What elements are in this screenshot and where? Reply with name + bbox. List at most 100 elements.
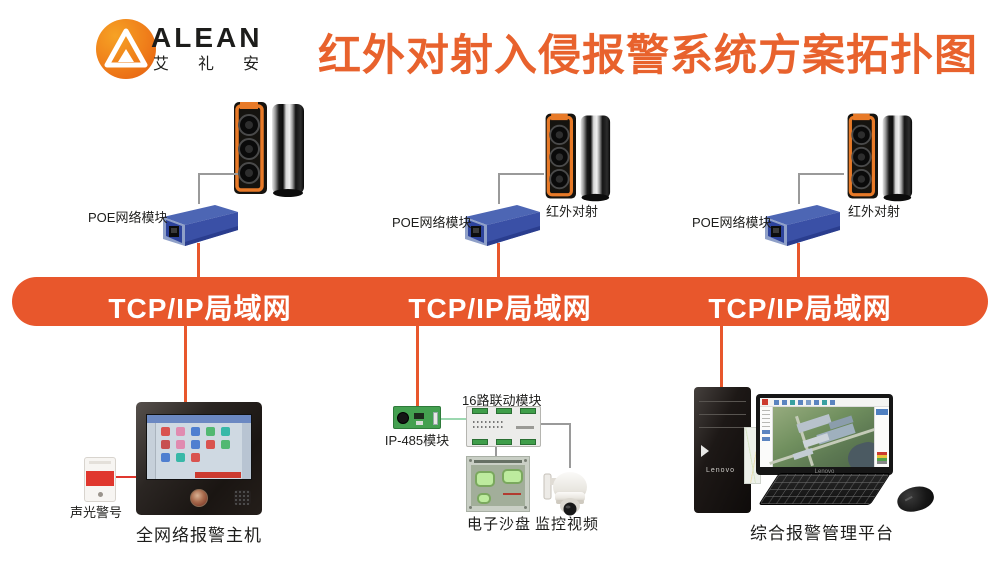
poe-label-2: POE网络模块 <box>392 215 472 230</box>
right-panel-chart <box>877 452 887 464</box>
connector-poe1-lan <box>197 243 200 278</box>
alean-logo-icon <box>96 19 156 79</box>
infrared-beam-detector-1 <box>228 98 306 205</box>
poe-module-1 <box>158 200 242 253</box>
mouse-scroll <box>904 495 913 502</box>
lan-label-1: TCP/IP局域网 <box>108 293 292 324</box>
host-app-icon <box>161 427 170 436</box>
ip485-label: IP-485模块 <box>384 433 450 448</box>
connector-poe2-lan <box>497 243 500 278</box>
mouse-device <box>894 482 937 516</box>
toolbar-icon <box>806 400 811 405</box>
lan-label-2: TCP/IP局域网 <box>408 293 592 324</box>
screw <box>469 459 472 462</box>
screw <box>524 506 527 509</box>
screw <box>524 459 527 462</box>
connector-linkage-camera-h <box>541 423 571 425</box>
toolbar-icon <box>814 400 819 405</box>
detector-label-3: 红外对射 <box>848 204 901 219</box>
platform-label: 综合报警管理平台 <box>750 524 894 543</box>
connector-detector1-h <box>198 173 238 175</box>
building <box>796 413 832 434</box>
connector-siren-host <box>116 476 137 478</box>
host-titlebar <box>147 415 251 423</box>
host-alert-bar <box>195 472 241 478</box>
toolbar-icon <box>830 400 835 405</box>
host-app-grid <box>161 427 237 462</box>
connector-linkage-sandtable <box>495 447 497 458</box>
host-app-icon <box>161 453 170 462</box>
linkage-label: 16路联动模块 <box>462 393 542 408</box>
sandtable-label: 电子沙盘 <box>466 516 531 533</box>
software-left-panel <box>760 407 773 467</box>
tcpip-lan-bar <box>12 277 988 326</box>
host-app-icon <box>161 440 170 449</box>
host-app-icon <box>176 440 185 449</box>
sandtable-red-text <box>503 493 521 495</box>
connector-ip485-linkage <box>441 418 466 420</box>
toolbar-icon <box>822 400 827 405</box>
drive-bay-line <box>699 401 746 402</box>
software-toolbar <box>760 398 889 407</box>
poe-label-3: POE网络模块 <box>692 215 772 230</box>
ip485-module-device <box>393 406 441 429</box>
toolbar-icon <box>782 400 787 405</box>
connector-poe3-lan <box>797 243 800 278</box>
software-logo-icon <box>762 399 768 405</box>
siren-dot <box>98 492 103 497</box>
host-app-icon <box>176 453 185 462</box>
poe-label-1: POE网络模块 <box>88 210 168 225</box>
sandtable-header-text <box>474 460 522 463</box>
drive-bay-line <box>699 427 746 428</box>
right-panel-header <box>876 409 888 415</box>
sandtable-device <box>466 456 530 512</box>
siren-cap <box>89 461 111 464</box>
linkage-module-device <box>466 406 541 447</box>
host-app-icon <box>191 427 200 436</box>
toolbar-icon <box>774 400 779 405</box>
monitor-brand-text: Lenovo <box>814 469 835 475</box>
connector-detector1-v <box>198 173 200 204</box>
connector-detector3-h <box>798 173 844 175</box>
siren-red-band <box>86 471 114 486</box>
sandtable-display <box>502 469 523 484</box>
terminal-block <box>472 408 488 414</box>
keyboard-device <box>758 473 891 505</box>
toolbar-icon <box>798 400 803 405</box>
connector-detector2-h <box>498 173 544 175</box>
siren-label: 声光警号 <box>70 505 123 520</box>
aerial-map-view <box>769 407 886 467</box>
connector-detector3-v <box>798 173 800 204</box>
host-app-icon <box>176 427 185 436</box>
host-app-icon <box>191 440 200 449</box>
led-row <box>473 426 505 428</box>
pcb-chip-2 <box>416 421 423 425</box>
siren-device <box>84 457 116 502</box>
pcb-pin-header <box>433 412 438 425</box>
host-speaker-grille <box>234 490 251 505</box>
led-row <box>473 421 505 423</box>
host-app-icon <box>221 440 230 449</box>
tower-logo-icon <box>701 445 709 457</box>
alarm-host-screen <box>146 414 252 480</box>
toolbar-icon <box>790 400 795 405</box>
terminal-block <box>472 439 488 445</box>
monitor-device: Lenovo <box>756 394 893 475</box>
poe-module-2 <box>460 200 544 253</box>
connector-linkage-camera-v <box>569 423 571 468</box>
host-home-button <box>190 489 208 507</box>
connector-lan-ip485 <box>416 326 419 407</box>
alarm-host-label: 全网络报警主机 <box>136 526 262 545</box>
drive-bay-line <box>699 414 746 415</box>
brand-name-cn: 艾礼安 <box>153 56 289 73</box>
page-title: 红外对射入侵报警系统方案拓扑图 <box>318 32 978 80</box>
terminal-block <box>496 439 512 445</box>
software-right-panel <box>874 407 889 467</box>
host-app-icon <box>206 427 215 436</box>
poe-module-3 <box>760 200 844 253</box>
detector-label-2: 红外对射 <box>546 204 599 219</box>
infrared-beam-detector-3 <box>842 110 914 209</box>
host-app-icon <box>191 453 200 462</box>
monitor-screen <box>760 398 889 467</box>
